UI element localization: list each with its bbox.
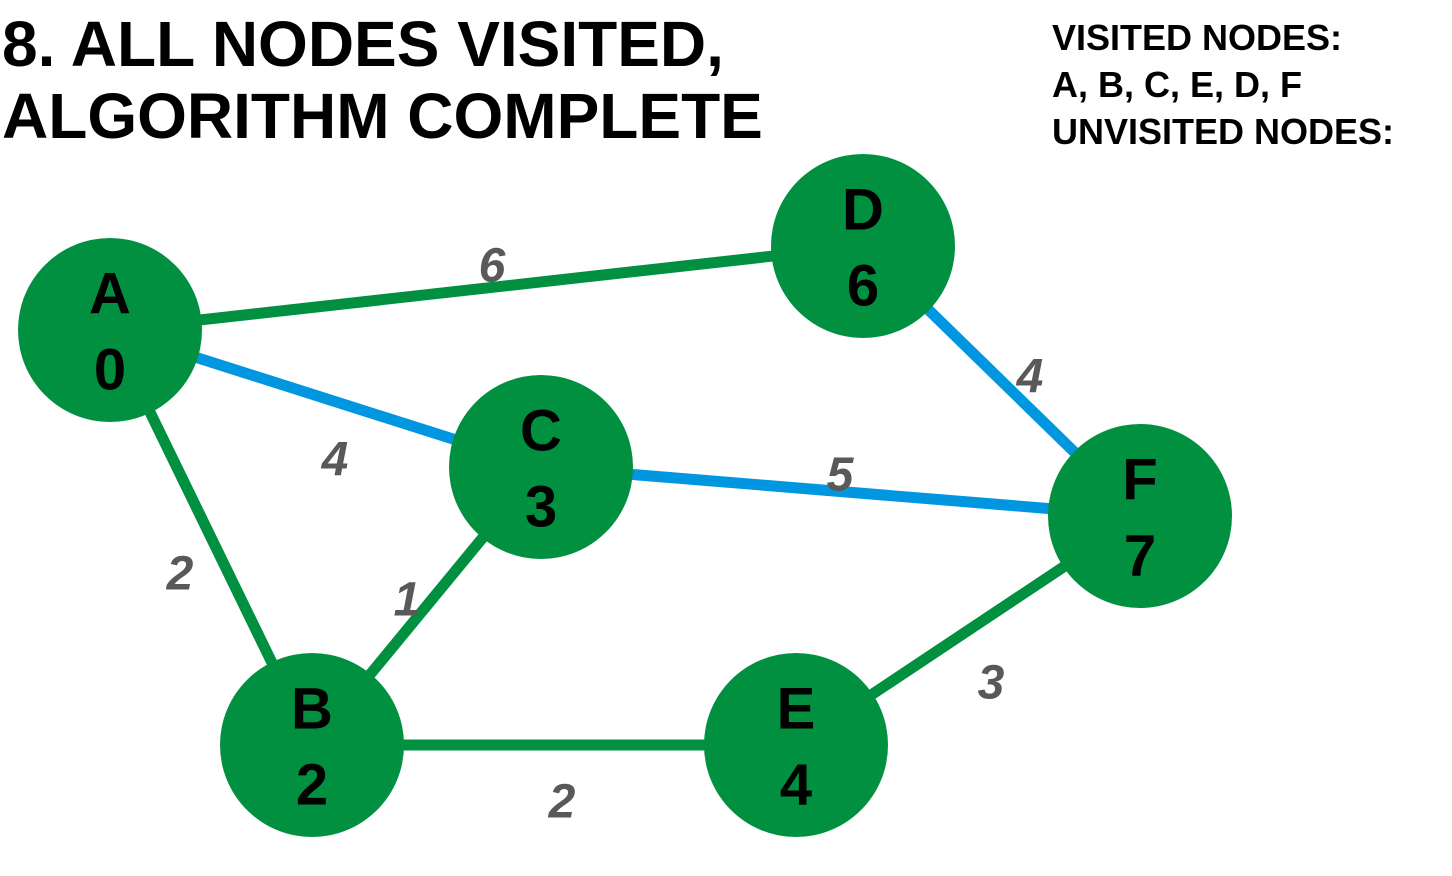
visited-nodes-list: A, B, C, E, D, F — [1052, 64, 1303, 105]
node-distance: 7 — [1124, 524, 1156, 589]
node-c: C3 — [449, 375, 633, 559]
edge-c-f — [540, 461, 1141, 522]
edge-weight-d-f: 4 — [1016, 351, 1044, 404]
node-label: B — [291, 677, 333, 742]
status-panel: VISITED NODES: A, B, C, E, D, F UNVISITE… — [1052, 14, 1394, 155]
edge-weight-a-b: 2 — [166, 548, 194, 601]
node-label: F — [1122, 448, 1157, 513]
node-distance: 2 — [296, 753, 328, 818]
node-circle — [704, 653, 888, 837]
node-label: A — [89, 262, 131, 327]
node-distance: 0 — [94, 338, 126, 403]
node-f: F7 — [1048, 424, 1232, 608]
node-d: D6 — [771, 154, 955, 338]
node-distance: 6 — [847, 254, 879, 319]
edge-weights-layer: 6 4 2 1 2 5 4 3 — [166, 240, 1044, 829]
node-a: A0 — [18, 238, 202, 422]
edge-weight-a-c: 4 — [321, 434, 349, 487]
node-e: E4 — [704, 653, 888, 837]
node-distance: 4 — [780, 753, 812, 818]
edge-a-d — [109, 240, 864, 336]
page-title: 8. ALL NODES VISITED, ALGORITHM COMPLETE — [2, 8, 763, 152]
title-line-1: 8. ALL NODES VISITED, — [2, 8, 724, 80]
node-label: E — [777, 677, 816, 742]
node-circle — [1048, 424, 1232, 608]
node-circle — [18, 238, 202, 422]
node-circle — [449, 375, 633, 559]
edge-weight-e-f: 3 — [978, 657, 1005, 710]
edge-weight-b-c: 1 — [394, 574, 421, 627]
title-line-2: ALGORITHM COMPLETE — [2, 80, 763, 152]
node-b: B2 — [220, 653, 404, 837]
edge-weight-b-e: 2 — [548, 776, 576, 829]
node-distance: 3 — [525, 475, 557, 540]
node-label: D — [842, 178, 884, 243]
node-circle — [220, 653, 404, 837]
node-circle — [771, 154, 955, 338]
visited-nodes-label: VISITED NODES: — [1052, 17, 1343, 58]
edge-weight-a-d: 6 — [479, 240, 506, 293]
node-label: C — [520, 399, 562, 464]
edge-weight-c-f: 5 — [827, 449, 855, 502]
unvisited-nodes-label: UNVISITED NODES: — [1052, 111, 1395, 152]
